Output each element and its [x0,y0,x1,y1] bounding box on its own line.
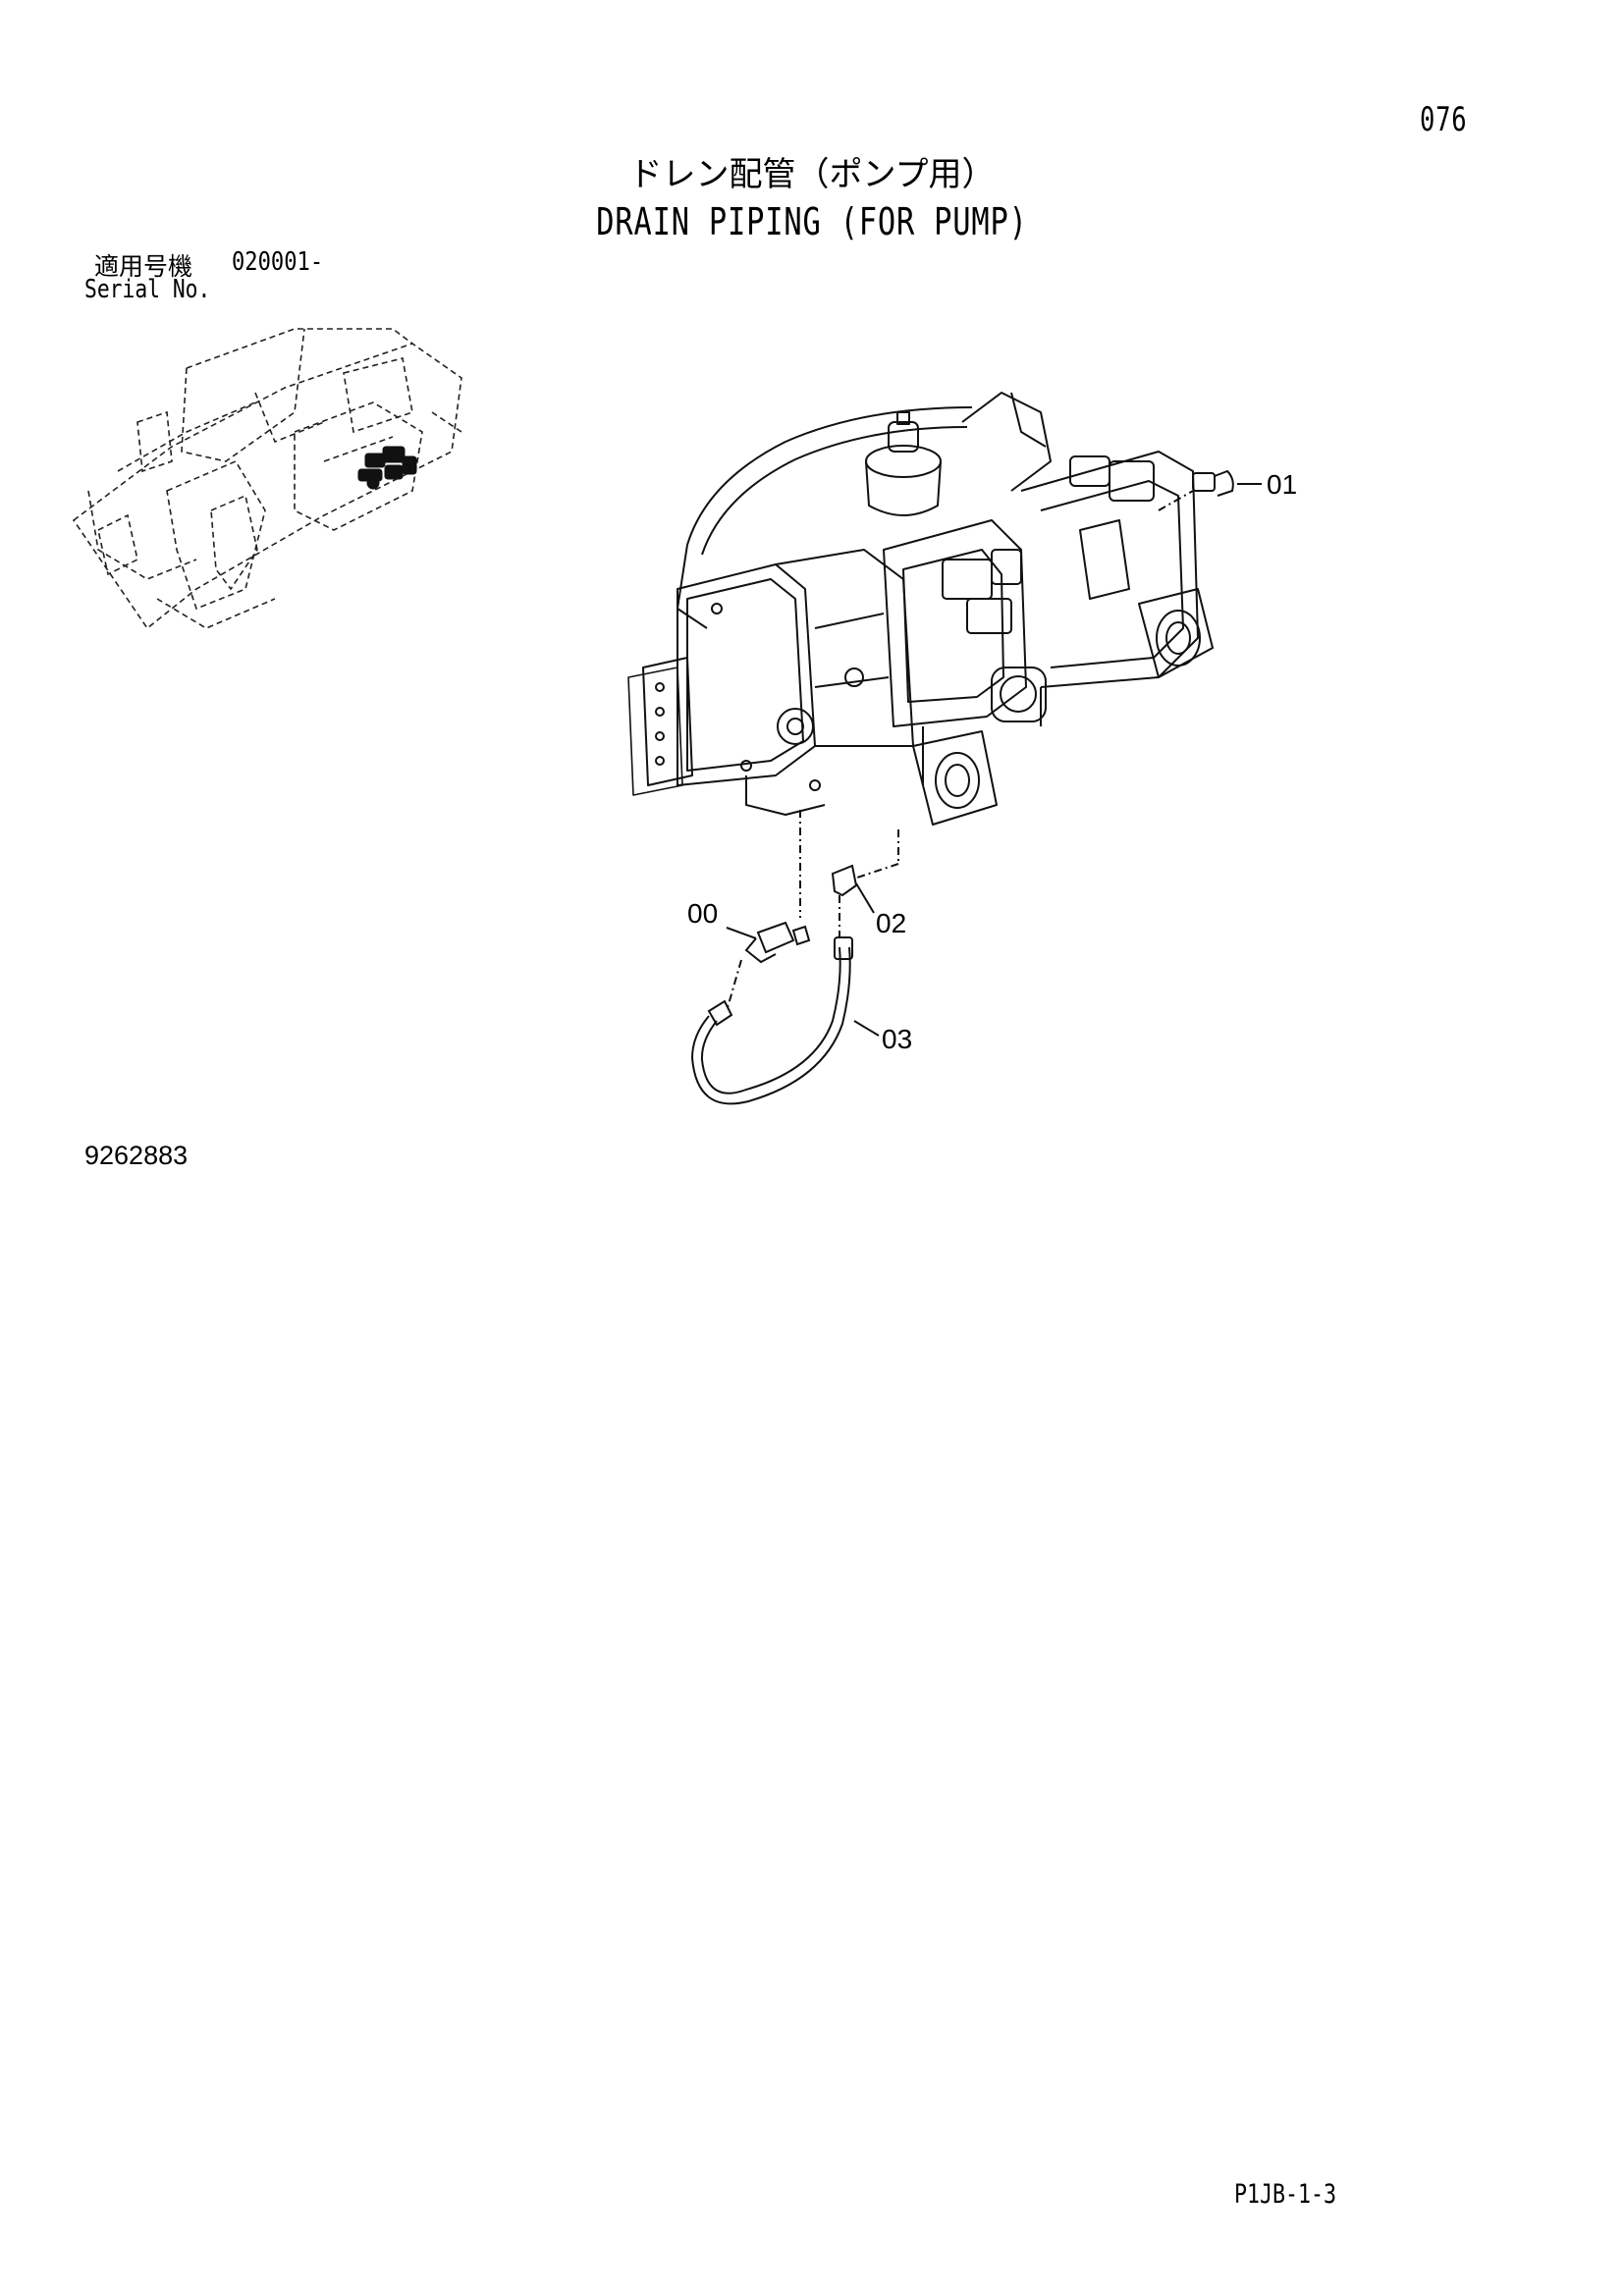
hydraulic-pump-assembly [627,392,1214,826]
elbow-fitting-02 [831,829,899,942]
elbow-fitting-01 [1158,469,1262,511]
serial-number-value: 020001- [232,247,324,277]
adapter-fitting-00 [726,810,811,1012]
pump-location-highlight [357,446,417,490]
callout-label-02: 02 [876,908,906,938]
machine-locator-illustration [72,328,462,630]
serial-label-japanese: 適用号機 [94,252,193,281]
callout-label-00: 00 [687,898,718,929]
callout-label-01: 01 [1267,469,1297,500]
sheet-code: P1JB-1-3 [1234,2179,1337,2210]
serial-label-english: Serial No. [84,275,211,304]
page-title-japanese: ドレン配管（ポンプ用） [628,155,996,194]
drain-hose-03 [690,936,880,1105]
drawing-number: 9262883 [84,1141,189,1170]
callout-label-03: 03 [882,1024,912,1054]
page-number: 076 [1420,100,1468,139]
page-title-english: DRAIN PIPING (FOR PUMP) [596,200,1028,243]
